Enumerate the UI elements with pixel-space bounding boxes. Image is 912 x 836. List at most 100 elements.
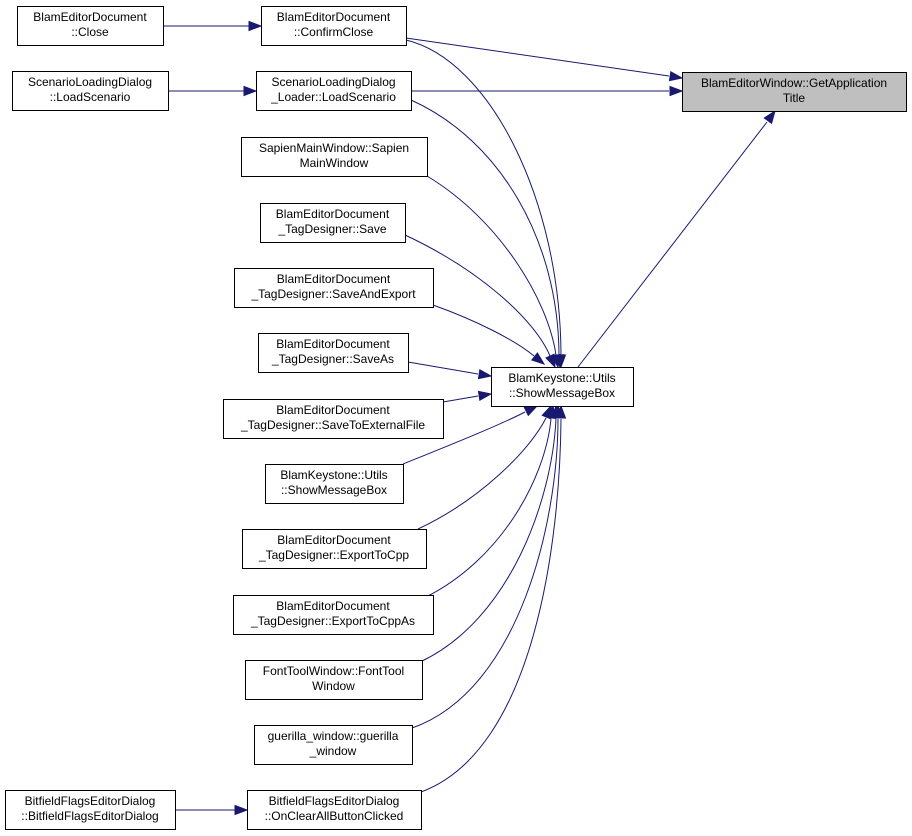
edge-line (417, 417, 547, 530)
edge-show_message_box_2-to-show_message_box (402, 405, 539, 465)
edge-tag_designer_save-to-show_message_box (404, 234, 556, 369)
node-loader-load-scenario[interactable]: ScenarioLoadingDialog_Loader::LoadScenar… (256, 71, 412, 111)
node-label-line: MainWindow (300, 156, 369, 170)
edge-dialog_load_scenario-to-loader_load_scenario (168, 85, 258, 97)
edge-line (411, 418, 559, 729)
node-box[interactable] (242, 529, 427, 569)
node-label-line: _window (309, 744, 357, 758)
arrowhead-icon (530, 352, 546, 365)
node-box[interactable] (12, 71, 169, 111)
node-label-line: _TagDesigner::Save (277, 222, 386, 236)
node-box[interactable] (682, 72, 907, 112)
edge-confirm_close-to-get_application_title (405, 37, 684, 82)
node-box[interactable] (241, 137, 428, 177)
node-guerilla-window[interactable]: guerilla_window::guerilla_window (254, 725, 413, 765)
node-box[interactable] (491, 367, 634, 407)
node-label-line: ::ConfirmClose (294, 25, 374, 39)
arrowhead-icon (243, 85, 258, 97)
node-on-clear-all-button-clicked[interactable]: BitfieldFlagsEditorDialog::OnClearAllBut… (247, 790, 422, 830)
node-font-tool-window[interactable]: FontToolWindow::FontToolWindow (245, 660, 423, 700)
node-tag-designer-export-to-cpp[interactable]: BlamEditorDocument_TagDesigner::ExportTo… (242, 529, 427, 569)
node-box[interactable] (265, 464, 404, 504)
edge-line (442, 395, 479, 403)
edge-line (426, 175, 557, 356)
edge-tag_designer_save_as-to-show_message_box (407, 361, 493, 380)
node-label-line: BlamEditorDocument (33, 10, 147, 24)
node-label-line: _TagDesigner::ExportToCpp (258, 548, 409, 562)
node-label-line: ::ShowMessageBox (509, 386, 615, 400)
edge-tag_designer_save_and_export-to-show_message_box (432, 304, 546, 365)
edge-line (410, 99, 560, 355)
node-label-line: Title (783, 91, 806, 105)
node-label-line: _Loader::LoadScenario (270, 90, 396, 104)
edge-line (577, 121, 768, 368)
edge-line (432, 304, 535, 357)
node-box[interactable] (234, 268, 434, 308)
node-label-line: _TagDesigner::SaveAndExport (250, 287, 416, 301)
node-tag-designer-save[interactable]: BlamEditorDocument_TagDesigner::Save (260, 203, 406, 243)
arrowhead-icon (763, 109, 776, 125)
arrowhead-icon (669, 85, 684, 97)
node-box[interactable] (256, 71, 412, 111)
node-label-line: ::Close (71, 25, 109, 39)
edge-loader_load_scenario-to-show_message_box (410, 99, 565, 369)
node-sapien-main-window[interactable]: SapienMainWindow::SapienMainWindow (241, 137, 428, 177)
node-confirm-close[interactable]: BlamEditorDocument::ConfirmClose (261, 6, 407, 46)
node-label-line: ::ShowMessageBox (281, 483, 387, 497)
edge-line (407, 361, 479, 375)
node-label-line: SapienMainWindow::Sapien (259, 141, 409, 155)
node-show-message-box-2[interactable]: BlamKeystone::Utils::ShowMessageBox (265, 464, 404, 504)
node-label-line: Window (312, 679, 355, 693)
node-label-line: guerilla_window::guerilla (268, 729, 399, 743)
node-box[interactable] (247, 790, 422, 830)
edge-on_clear_all_button_clicked-to-show_message_box (420, 404, 567, 793)
node-label-line: ScenarioLoadingDialog (271, 75, 395, 89)
edge-tag_designer_save_to_external_file-to-show_message_box (442, 390, 493, 403)
arrowhead-icon (545, 353, 556, 369)
edge-line (404, 234, 551, 357)
node-tag-designer-save-to-external-file[interactable]: BlamEditorDocument_TagDesigner::SaveToEx… (223, 399, 444, 439)
node-label-line: BlamEditorDocument (277, 272, 391, 286)
node-box[interactable] (260, 203, 406, 243)
node-label-line: BlamEditorDocument (276, 337, 390, 351)
node-show-message-box[interactable]: BlamKeystone::Utils::ShowMessageBox (491, 367, 634, 407)
node-label-line: _TagDesigner::ExportToCppAs (250, 614, 415, 628)
node-box[interactable] (223, 399, 444, 439)
arrowhead-icon (248, 20, 263, 32)
node-box[interactable] (233, 595, 434, 635)
node-box[interactable] (261, 6, 407, 46)
node-label-line: BlamEditorDocument (276, 403, 390, 417)
arrowhead-icon (668, 70, 684, 82)
node-label-line: _TagDesigner::SaveToExternalFile (240, 418, 425, 432)
edge-line (405, 39, 562, 355)
node-label-line: BlamEditorDocument (276, 207, 390, 221)
node-box[interactable] (258, 333, 409, 373)
node-bitfield-flags-editor-dialog[interactable]: BitfieldFlagsEditorDialog::BitfieldFlags… (5, 790, 176, 830)
node-box[interactable] (254, 725, 413, 765)
node-label-line: BlamEditorDocument (277, 533, 391, 547)
nodes-layer: BlamEditorWindow::GetApplicationTitleBla… (5, 6, 907, 830)
edge-show_message_box-to-get_application_title (577, 109, 776, 368)
edge-bitfield_flags_editor_dialog-to-on_clear_all_button_clicked (175, 804, 249, 816)
node-label-line: FontToolWindow::FontTool (263, 664, 404, 678)
node-label-line: _TagDesigner::SaveAs (271, 352, 394, 366)
node-dialog-load-scenario[interactable]: ScenarioLoadingDialog::LoadScenario (12, 71, 169, 111)
node-close[interactable]: BlamEditorDocument::Close (17, 6, 164, 46)
node-label-line: BlamKeystone::Utils (280, 468, 387, 482)
arrowhead-icon (234, 804, 249, 816)
node-label-line: BitfieldFlagsEditorDialog (25, 794, 156, 808)
node-tag-designer-export-to-cpp-as[interactable]: BlamEditorDocument_TagDesigner::ExportTo… (233, 595, 434, 635)
arrowhead-icon (477, 390, 493, 402)
node-box[interactable] (245, 660, 423, 700)
node-label-line: BlamKeystone::Utils (508, 371, 615, 385)
node-label-line: BitfieldFlagsEditorDialog (269, 794, 400, 808)
node-tag-designer-save-as[interactable]: BlamEditorDocument_TagDesigner::SaveAs (258, 333, 409, 373)
node-tag-designer-save-and-export[interactable]: BlamEditorDocument_TagDesigner::SaveAndE… (234, 268, 434, 308)
edge-loader_load_scenario-to-get_application_title (411, 85, 684, 97)
edge-line (405, 37, 670, 77)
arrowhead-icon (523, 405, 539, 417)
node-box[interactable] (17, 6, 164, 46)
node-box[interactable] (5, 790, 176, 830)
